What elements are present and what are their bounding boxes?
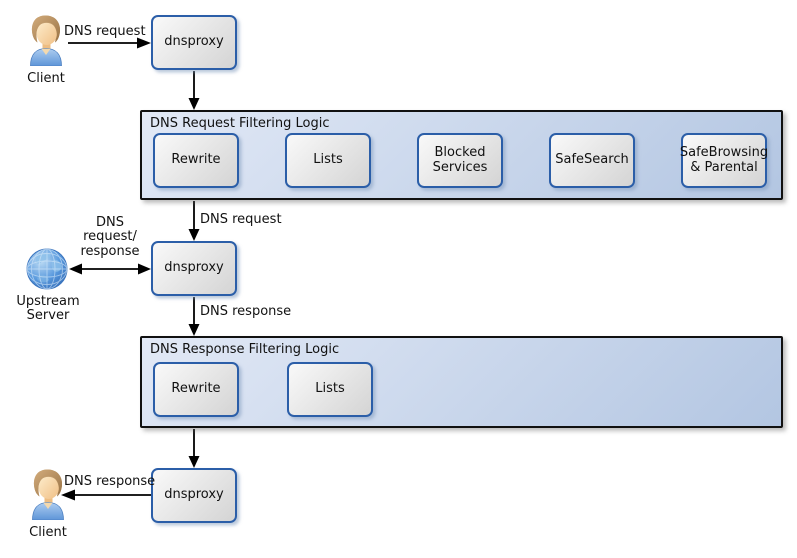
edge-upstream-exchange [69,263,151,275]
response-filtering-title: DNS Response Filtering Logic [150,342,340,357]
edge-label-client-response: DNS response [64,474,156,489]
globe-icon [26,248,68,290]
person-icon [26,14,66,66]
step-safebrowsing-parental: SafeBrowsing & Parental [680,133,768,188]
step-safesearch: SafeSearch [549,133,635,188]
step-lists-response: Lists [287,362,373,417]
response-filtering-container: DNS Response Filtering Logic [140,336,783,428]
edge-label-client-request: DNS request [64,24,146,39]
client-bottom-label: Client [29,525,67,540]
edge-label-upstream-response: DNS response [200,304,292,319]
edge-dnsproxy-to-client [61,489,151,501]
node-dnsproxy-bottom: dnsproxy [151,468,237,523]
request-filtering-title: DNS Request Filtering Logic [150,116,330,131]
node-dnsproxy-top: dnsproxy [151,15,237,70]
step-lists: Lists [285,133,371,188]
edge-response-filter-to-dnsproxy [188,429,200,468]
edge-label-upstream-exchange: DNS request/ response [80,215,140,259]
edge-dnsproxy-to-response-filter [188,297,200,336]
upstream-server-label: Upstream Server [16,294,80,324]
edge-request-filter-to-dnsproxy [188,201,200,241]
person-icon [28,468,68,520]
edge-dnsproxy-to-request-filter [188,71,200,110]
step-rewrite-response: Rewrite [153,362,239,417]
client-top-label: Client [27,71,65,86]
edge-client-to-dnsproxy [68,37,151,49]
step-rewrite: Rewrite [153,133,239,188]
node-dnsproxy-mid: dnsproxy [151,241,237,296]
step-blocked-services: Blocked Services [417,133,503,188]
edge-label-filtered-request: DNS request [200,212,282,227]
